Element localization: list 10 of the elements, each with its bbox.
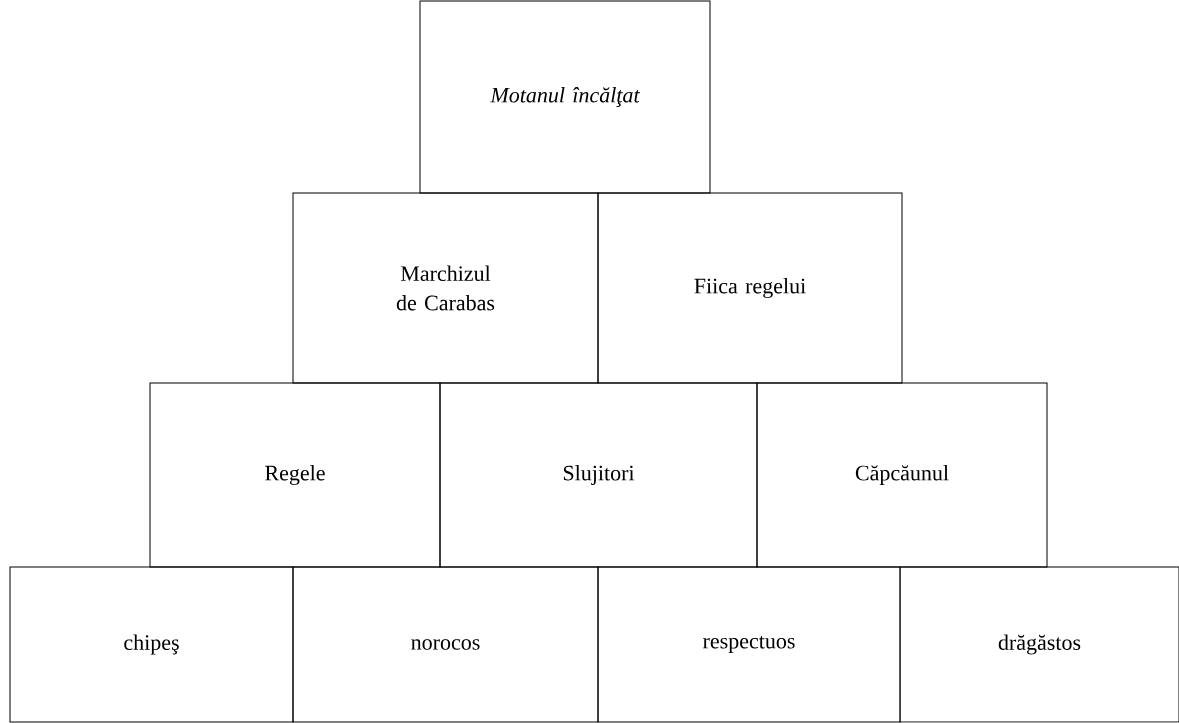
text-box: Regele — [149, 382, 441, 568]
text-box: norocos — [292, 566, 599, 723]
text-box: respectuos — [597, 566, 901, 723]
text-box: Fiica regelui — [597, 192, 903, 384]
text-box: Motanul încălţat — [419, 0, 711, 194]
text-box: Slujitori — [439, 382, 758, 568]
text-box: Marchizul de Carabas — [292, 192, 599, 384]
text-box: chipeş — [9, 566, 294, 723]
text-box: Căpcăunul — [756, 382, 1048, 568]
text-box: drăgăstos — [899, 566, 1179, 723]
